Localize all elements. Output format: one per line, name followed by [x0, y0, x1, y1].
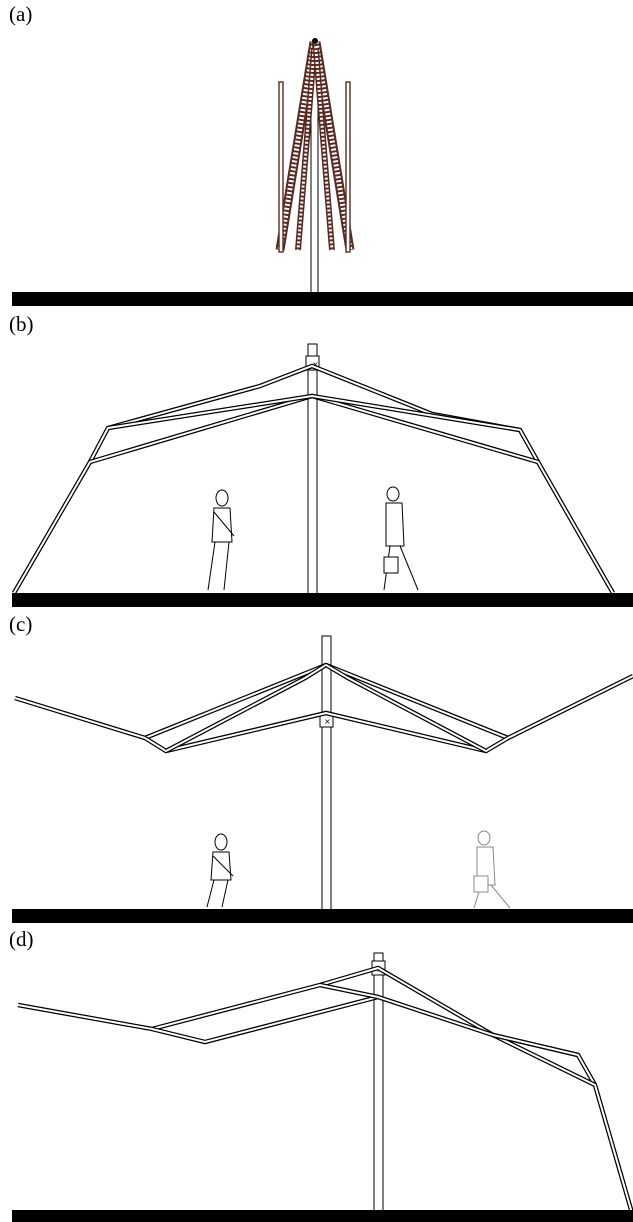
frame-bars-outer [12, 363, 615, 595]
frame-bars-inner [89, 393, 539, 465]
mast: × [319, 635, 334, 911]
mast: × [371, 952, 386, 1214]
ground [12, 909, 633, 923]
svg-text:×: × [324, 717, 331, 726]
folded-structure-diagram [12, 38, 633, 306]
person-woman-icon [206, 833, 234, 908]
person-man-with-bag-icon [383, 486, 419, 591]
inverted-configuration-diagram: × [12, 635, 633, 923]
mast: × [305, 343, 320, 595]
panel-c: (c) × [0, 610, 633, 925]
ground [12, 1210, 633, 1222]
panel-label-a: (a) [9, 2, 33, 26]
folded-inner-strut-left [295, 49, 317, 251]
panel-label-b: (b) [9, 312, 34, 336]
side-rod-left [278, 81, 284, 253]
ground [12, 292, 633, 306]
asymmetric-configuration-diagram: × [12, 952, 633, 1222]
folded-arm-right [311, 41, 355, 251]
deployed-dome-diagram: × [12, 343, 633, 607]
panel-d: (d) × [0, 925, 633, 1222]
frame-bars-inner [151, 982, 596, 1088]
top-hinge [312, 38, 318, 44]
side-rod-right [345, 81, 351, 253]
panel-label-c: (c) [9, 612, 33, 636]
frame-bars-inner [143, 663, 510, 754]
person-woman-icon [207, 489, 235, 591]
panel-a: (a) [0, 0, 633, 310]
frame-bars-outer [17, 965, 633, 1214]
ground [12, 593, 633, 607]
panel-label-d: (d) [9, 927, 34, 951]
svg-text:×: × [312, 360, 319, 369]
folded-arm-left [275, 41, 319, 251]
person-man-with-bag-icon [473, 830, 511, 909]
panel-b: (b) × [0, 310, 633, 610]
folded-inner-strut-right [313, 49, 335, 251]
